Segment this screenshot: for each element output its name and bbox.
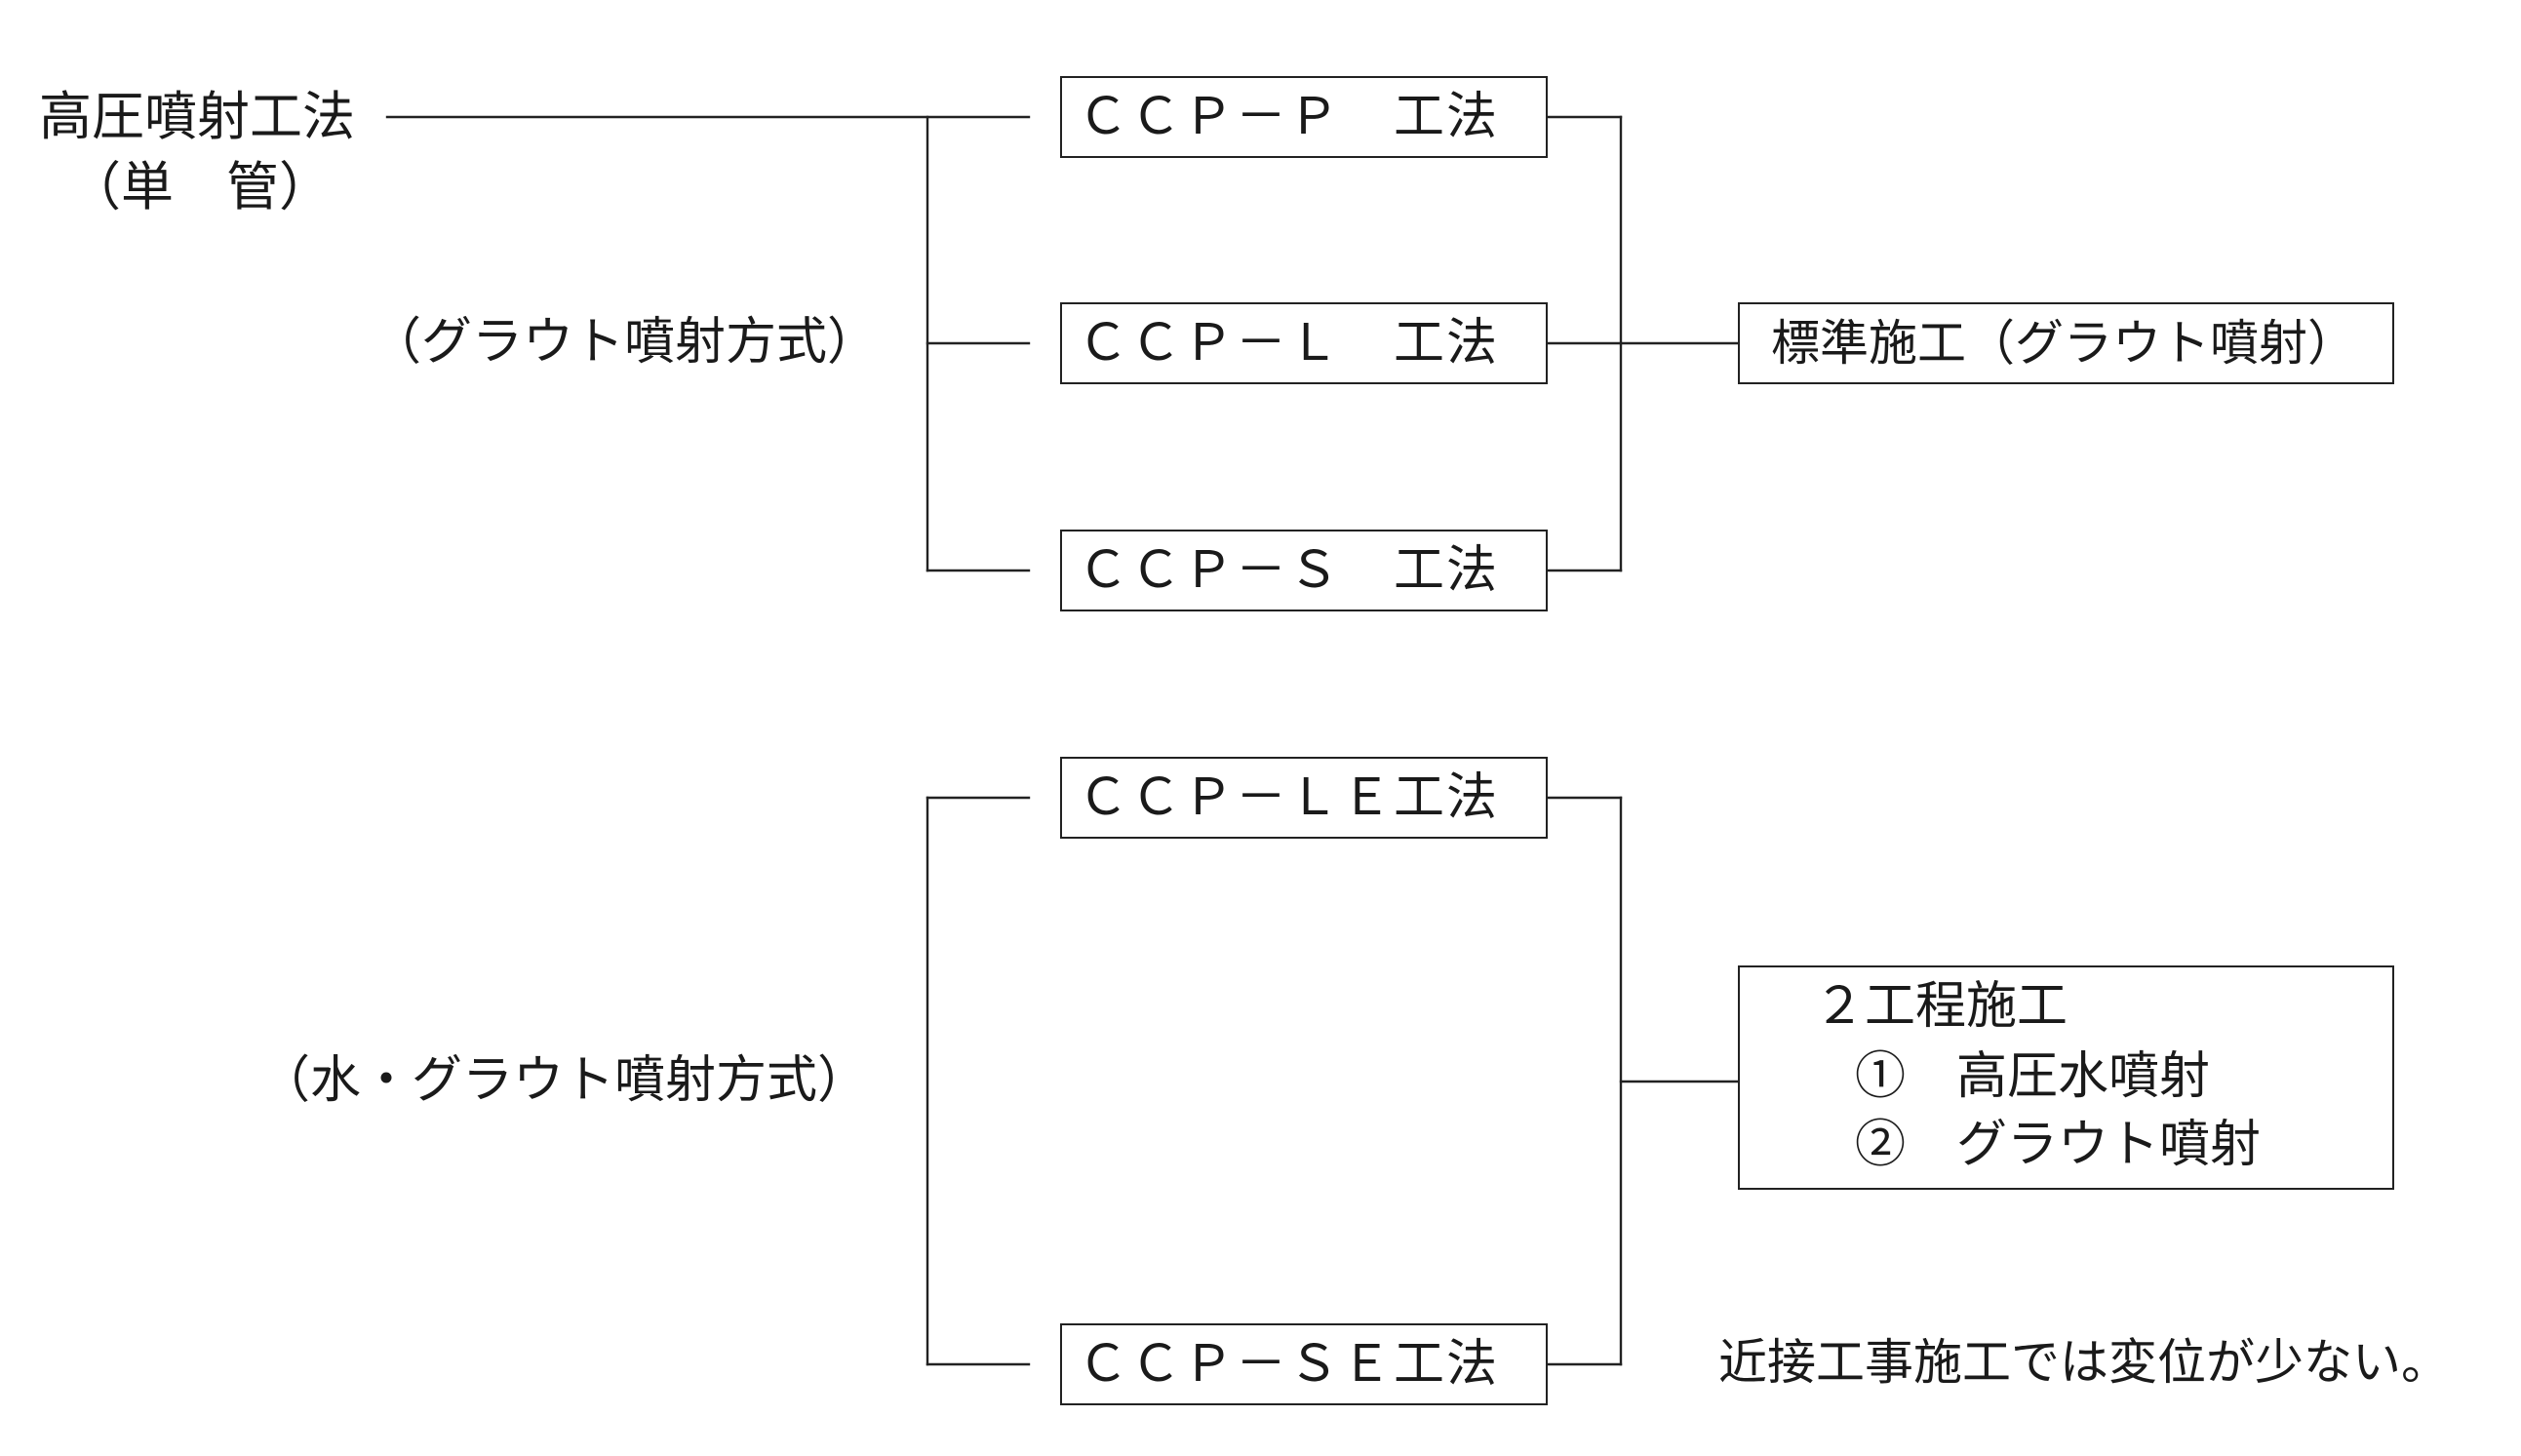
method-box-ccp-se: ＣＣＰ－ＳＥ工法 <box>1060 1323 1548 1405</box>
root-method-label: 高圧噴射工法 <box>39 86 355 147</box>
result-box-two-step-construction: ２工程施工 ① 高圧水噴射 ② グラウト噴射 <box>1738 965 2394 1190</box>
result-box-standard-construction: 標準施工（グラウト噴射） <box>1738 302 2394 384</box>
group-label-water-grout-jet: （水・グラウト噴射方式） <box>259 1051 869 1110</box>
group-label-grout-jet: （グラウト噴射方式） <box>371 313 879 372</box>
method-box-ccp-s: ＣＣＰ－Ｓ 工法 <box>1060 530 1548 611</box>
root-method-sublabel: （単 管） <box>68 156 332 217</box>
method-box-ccp-l: ＣＣＰ－Ｌ 工法 <box>1060 302 1548 384</box>
result-title: ２工程施工 <box>1814 977 2068 1036</box>
result-step-1: ① 高圧水噴射 <box>1855 1047 2211 1106</box>
method-box-ccp-le: ＣＣＰ－ＬＥ工法 <box>1060 757 1548 839</box>
note-low-displacement: 近接工事施工では変位が少ない。 <box>1718 1334 2450 1391</box>
result-step-2: ② グラウト噴射 <box>1855 1116 2262 1174</box>
method-box-ccp-p: ＣＣＰ－Ｐ 工法 <box>1060 76 1548 158</box>
